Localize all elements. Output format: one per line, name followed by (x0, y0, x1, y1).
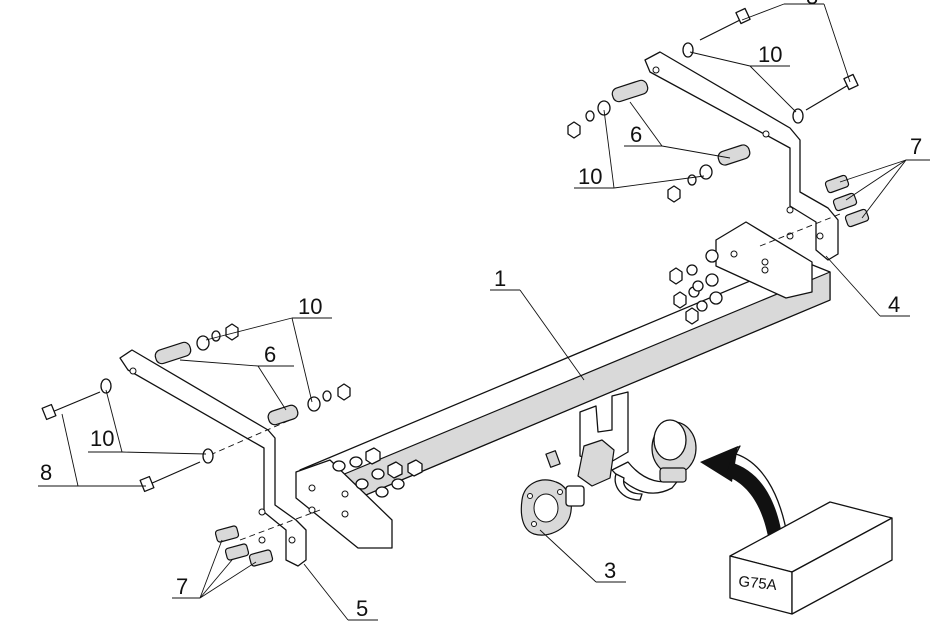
left-bracket-axis (209, 419, 291, 456)
product-box: G75A (729, 501, 893, 615)
left-short-bolts (214, 525, 274, 567)
tow-ball (651, 419, 697, 483)
callout-left-bracket: 5 (356, 596, 368, 621)
right-bracket (644, 51, 839, 261)
left-bracket-axis-lower (239, 509, 321, 541)
left-long-bolts (41, 378, 214, 493)
right-long-bolts (699, 7, 859, 111)
callout-bolts-left: 7 (176, 574, 188, 599)
right-bracket-axis (759, 213, 841, 247)
left-top-washers (196, 323, 351, 412)
box-code: G75A (738, 573, 778, 594)
right-short-bolts (824, 174, 870, 228)
callout-spacer-right: 6 (630, 122, 642, 147)
callout-long-bolt-left: 8 (40, 460, 52, 485)
callout-washer-left-mid: 10 (90, 426, 114, 451)
left-bracket (119, 349, 307, 567)
right-washers (567, 42, 804, 203)
callout-socket-plate: 3 (604, 558, 616, 583)
hitch-mount (577, 391, 629, 487)
callout-frame: 1 (494, 266, 506, 291)
callout-spacer-left: 6 (264, 342, 276, 367)
tow-ball-neck (611, 461, 681, 501)
leader-lines (38, 3, 930, 621)
callout-washer-right-mid: 10 (578, 164, 602, 189)
callout-washer-left-top: 10 (298, 294, 322, 319)
left-spacer-tubes (154, 341, 299, 426)
frame-right-end-plate (715, 221, 813, 299)
callout-washer-right-top: 10 (758, 42, 782, 67)
callout-right-bracket: 4 (888, 292, 900, 317)
left-plate-fasteners (332, 447, 423, 498)
callout-bolts-right: 7 (910, 134, 922, 159)
frame-left-end-plate (295, 459, 393, 549)
right-spacer-tubes (611, 79, 751, 166)
right-plate-fasteners (669, 249, 723, 325)
callout-long-bolt-right: 8 (806, 0, 818, 9)
socket-plate (520, 450, 585, 536)
